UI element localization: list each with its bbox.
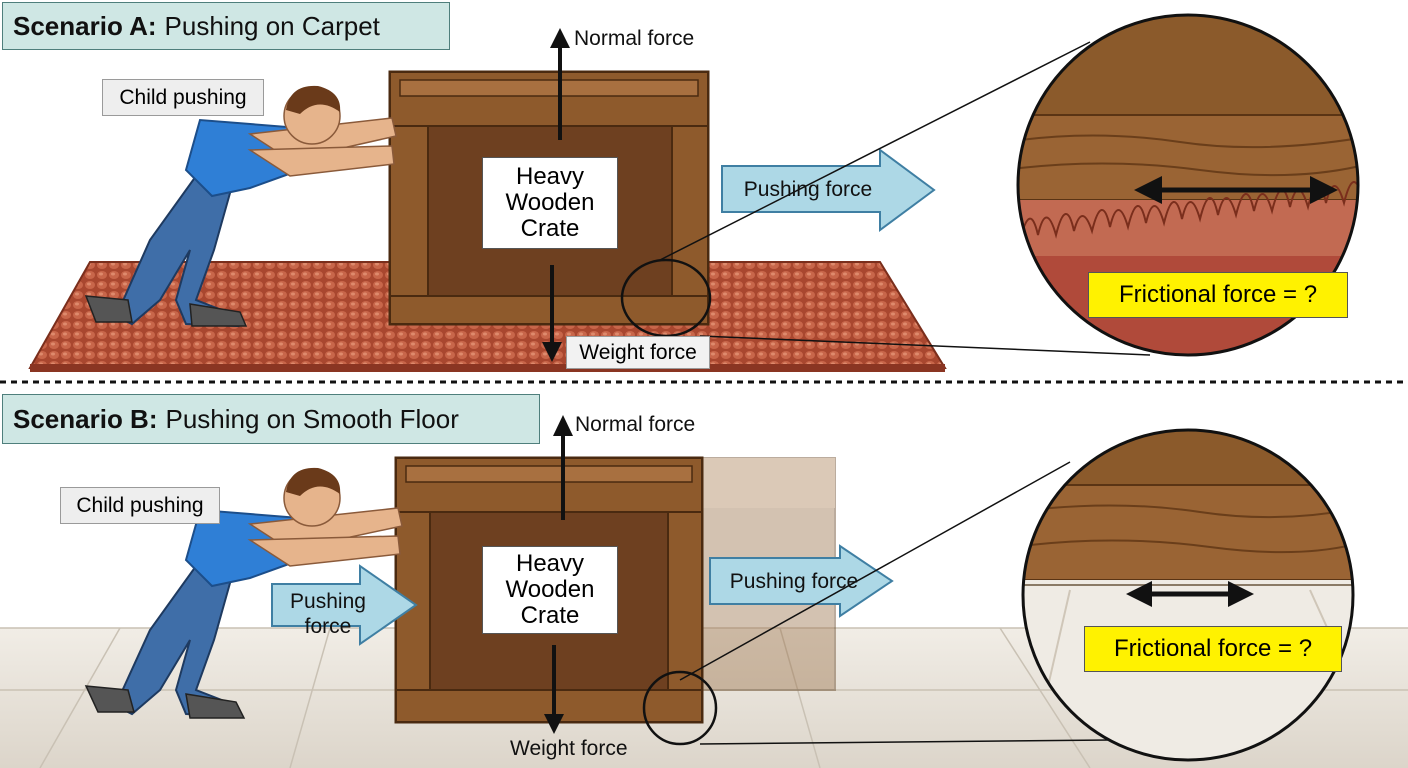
child-pushing-label-b: Child pushing — [60, 487, 220, 524]
crate-label-a-line2: Wooden — [505, 189, 595, 216]
pushing-force-label-b-right: Pushing force — [729, 569, 859, 593]
child-figure-a — [84, 85, 397, 328]
scenario-b-title-rest: Pushing on Smooth Floor — [165, 403, 459, 434]
scenario-a-title-bold: Scenario A: — [13, 10, 157, 41]
scenario-a-title-rest: Pushing on Carpet — [164, 10, 380, 41]
pushing-force-label-b-left: Pushing force — [276, 586, 380, 642]
normal-force-label-a: Normal force — [574, 27, 695, 50]
scenario-b-title: Scenario B: Pushing on Smooth Floor — [2, 394, 540, 444]
weight-force-label-a: Weight force — [566, 336, 710, 369]
normal-force-label-b: Normal force — [575, 413, 696, 436]
pushing-force-arrow-b-left — [271, 564, 418, 646]
crate-label-a: Heavy Wooden Crate — [482, 157, 618, 249]
frictional-force-label-a: Frictional force = ? — [1088, 272, 1348, 318]
weight-force-label-b: Weight force — [510, 737, 628, 760]
crate-label-a-line3: Crate — [520, 215, 580, 242]
pushing-force-arrow-a — [721, 148, 936, 232]
pushing-force-label-a: Pushing force — [743, 177, 873, 201]
crate-b — [394, 456, 704, 724]
zoom-spot-b — [642, 670, 718, 746]
child-figure-b — [84, 467, 403, 719]
pushing-force-label-b-left-line1: Pushing — [290, 590, 366, 613]
crate-label-b-line3: Crate — [520, 602, 580, 629]
crate-label-a-line1: Heavy — [515, 163, 585, 190]
pushing-force-arrow-b-right — [709, 544, 894, 618]
scenario-b-title-bold: Scenario B: — [13, 403, 158, 434]
scenario-a-title: Scenario A: Pushing on Carpet — [2, 2, 450, 50]
crate-label-b: Heavy Wooden Crate — [482, 546, 618, 634]
crate-label-b-line1: Heavy — [515, 550, 585, 577]
child-pushing-label-a: Child pushing — [102, 79, 264, 116]
pushing-force-label-b-left-line2: force — [304, 615, 352, 638]
frictional-force-label-b: Frictional force = ? — [1084, 626, 1342, 672]
crate-label-b-line2: Wooden — [505, 576, 595, 603]
